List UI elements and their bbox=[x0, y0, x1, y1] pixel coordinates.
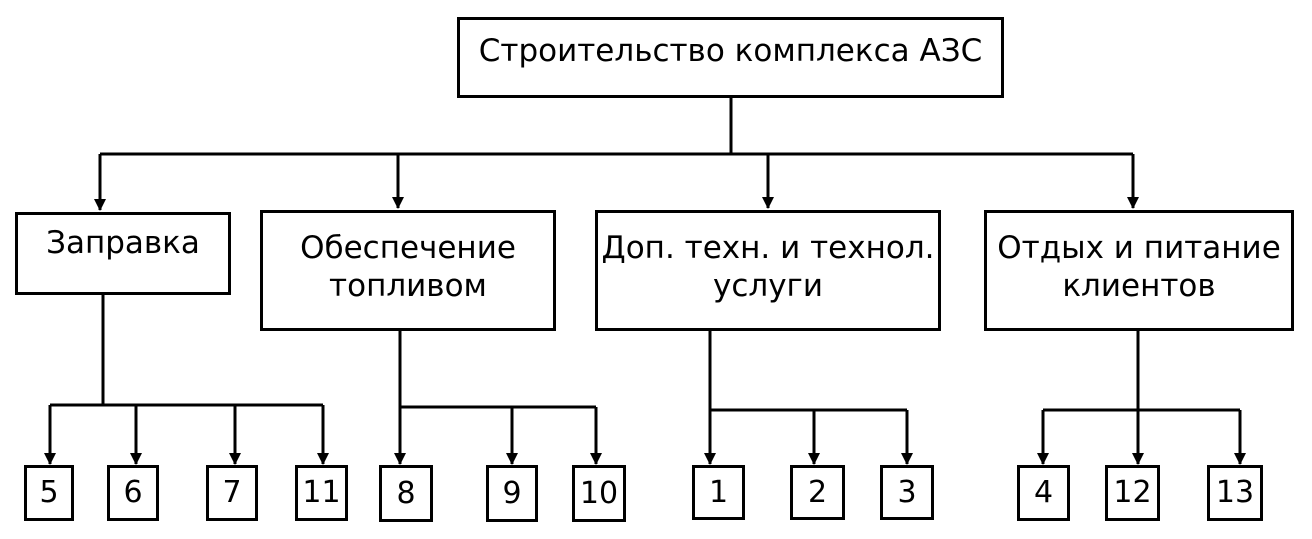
category-node-rest-and-food: Отдых и питание клиентов bbox=[984, 210, 1294, 331]
category-3-connectors bbox=[704, 330, 913, 465]
leaf-node-5: 5 bbox=[24, 465, 74, 521]
leaf-node-8: 8 bbox=[379, 465, 433, 522]
category-node-refueling: Заправка bbox=[15, 212, 231, 295]
category-node-additional-services: Доп. техн. и технол. услуги bbox=[595, 210, 941, 331]
category-2-connectors bbox=[394, 330, 602, 465]
leaf-node-2: 2 bbox=[790, 465, 845, 520]
category-node-fuel-supply: Обеспечение топливом bbox=[260, 210, 556, 331]
leaf-node-10: 10 bbox=[572, 465, 626, 522]
root-node: Строительство комплекса АЗС bbox=[457, 17, 1004, 98]
category-1-connectors bbox=[44, 294, 329, 465]
leaf-node-4: 4 bbox=[1017, 465, 1070, 521]
leaf-node-11: 11 bbox=[295, 465, 348, 521]
root-connectors bbox=[94, 97, 1139, 211]
leaf-node-6: 6 bbox=[107, 465, 159, 521]
category-4-connectors bbox=[1037, 330, 1246, 465]
leaf-node-7: 7 bbox=[206, 465, 258, 521]
leaf-node-9: 9 bbox=[486, 465, 538, 522]
leaf-node-13: 13 bbox=[1207, 465, 1263, 521]
leaf-node-3: 3 bbox=[880, 465, 934, 520]
leaf-node-1: 1 bbox=[692, 465, 745, 520]
leaf-node-12: 12 bbox=[1105, 465, 1160, 521]
